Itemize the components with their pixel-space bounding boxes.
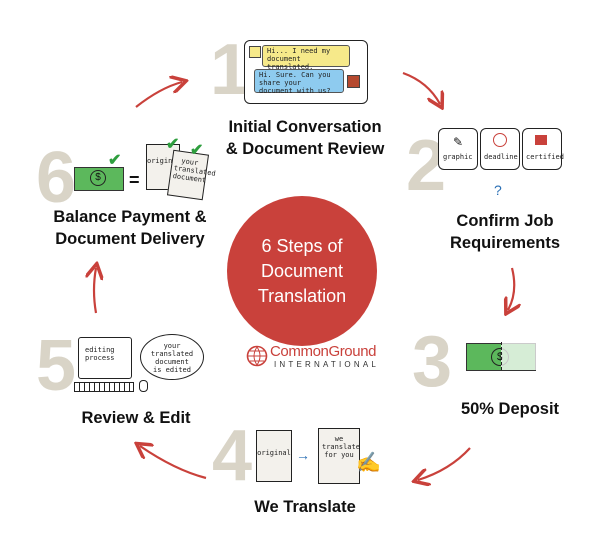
center-title-line1: 6 Steps of [261,235,343,256]
step-1-chat-yellow-text: Hi... I need my document translated. [267,47,331,71]
step-6-title: Balance Payment & Document Delivery [40,206,220,250]
avatar [347,75,360,88]
banknote-icon: $ [74,167,124,191]
step-6-title-line1: Balance Payment & [53,208,207,226]
step-6-number: 6 [36,138,77,218]
step-4-doc-translate-label: we translate for you [322,435,360,459]
step-2-title-line2: Requirements [449,234,561,252]
step-6-doc-original-label: original [147,157,181,165]
original-document-icon: original [256,430,292,482]
arrow-right-icon: → [296,447,310,463]
step-1-chat-yellow: Hi... I need my document translated. [262,45,350,71]
computer-monitor-icon: editing process [78,337,132,379]
step-3-number: 3 [412,322,453,402]
step-5-number: 5 [36,326,77,406]
arrow-6-to-1 [135,82,182,108]
center-title-circle: 6 Steps of Document Translation [227,196,377,346]
step-2-icon-graphic: ✎ graphic [438,128,478,170]
globe-logo-icon [246,345,268,367]
avatar [249,46,261,58]
step-5-title: Review & Edit [81,409,191,427]
checkmark-icon: ✔ [166,136,180,153]
step-4-number: 4 [212,416,253,496]
step-2-icon-certified: certified [522,128,564,170]
step-2-title: Confirm Job Requirements [440,210,570,254]
step-1-title-line2: & Document Review [225,140,385,158]
pen-icon: ✎ [453,135,464,149]
step-1-title-line1: Initial Conversation [228,118,382,136]
step-1-chat-blue: Hi. Sure. Can you share your document wi… [254,69,344,95]
half-deposit-overlay [501,342,536,370]
company-logo: CommonGround INTERNATIONAL [246,343,396,373]
center-title-line3: Translation [257,285,347,306]
step-1-title: Initial Conversation & Document Review [210,116,400,160]
step-2-icon-certified-label: certified [526,153,564,161]
stamp-icon [535,135,547,145]
clock-icon [493,133,507,147]
step-1-number: 1 [210,30,251,110]
step-5-bubble-text: your translated document is edited [150,342,194,374]
dollar-coin-icon: $ [90,170,106,186]
step-6-title-line2: Document Delivery [55,230,205,248]
arrow-1-to-2 [402,71,440,104]
logo-name: CommonGround [270,343,377,360]
step-1-chat-blue-text: Hi. Sure. Can you share your document wi… [259,71,331,95]
step-4-doc-original-label: original [257,449,291,457]
translated-document-icon: we translate for you [318,428,360,484]
step-4-title: We Translate [254,498,356,516]
mouse-icon [139,380,148,392]
question-mark-icon: ? [494,182,502,198]
checkmark-icon: ✔ [108,152,122,169]
arrow-2-to-3 [508,267,514,310]
arrow-5-to-6 [94,268,96,314]
banknote-icon: $ [466,342,536,371]
step-2-icon-deadline-label: deadline [484,153,518,161]
logo-subtitle: INTERNATIONAL [274,360,380,369]
writing-hand-icon: ✍ [356,452,381,474]
arrow-4-to-5 [140,446,207,480]
step-2-title-line1: Confirm Job [456,212,554,230]
keyboard-icon [74,382,134,392]
arrow-3-to-4 [418,447,471,480]
step-5-screen-label: editing process [85,346,115,362]
step-3-title: 50% Deposit [460,400,560,418]
checkmark-icon: ✔ [190,142,204,159]
step-6-equals: = [129,170,140,190]
step-2-icon-graphic-label: graphic [443,153,473,161]
center-title-line2: Document [260,260,344,281]
speech-bubble: your translated document is edited [140,334,204,380]
step-2-icon-deadline: deadline [480,128,520,170]
